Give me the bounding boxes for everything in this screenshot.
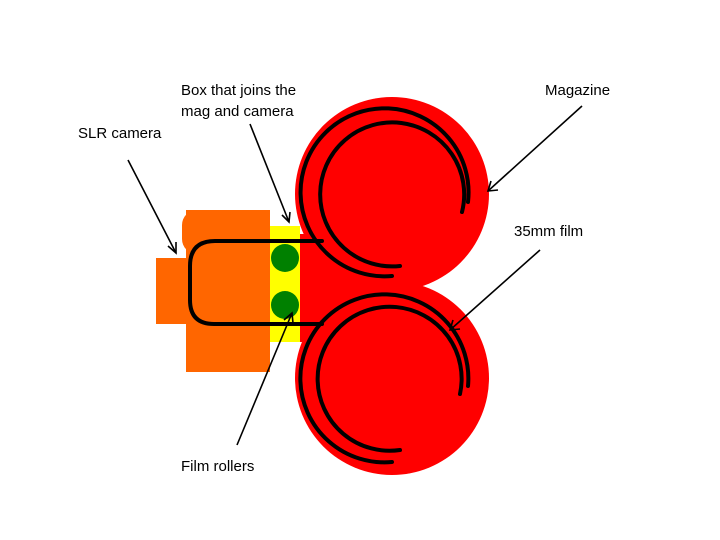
arrow-magazine — [487, 105, 583, 192]
arrow-film — [449, 249, 541, 331]
label-film-rollers: Film rollers — [181, 458, 255, 475]
magazine — [295, 97, 489, 475]
label-slr-camera: SLR camera — [78, 125, 162, 142]
film-roller-upper — [271, 244, 299, 272]
label-joiner-box-line1: Box that joins the — [181, 82, 297, 99]
arrow-joiner-box — [249, 123, 290, 223]
film-lower-coil-inner — [315, 304, 464, 453]
label-35mm-film: 35mm film — [514, 223, 584, 240]
arrow-rollers — [236, 312, 293, 446]
film-upper-coil-inner — [318, 120, 467, 269]
camera-lens-block — [156, 258, 190, 324]
label-magazine: Magazine — [545, 82, 611, 99]
pointer-arrows — [127, 105, 583, 446]
slr-camera — [156, 210, 270, 372]
film-upper-coil-outer — [298, 106, 471, 279]
arrow-slr-camera — [127, 159, 177, 254]
label-joiner-box-line2: mag and camera — [181, 103, 294, 120]
film-roller-lower — [271, 291, 299, 319]
film-loop-through-camera — [188, 239, 324, 326]
